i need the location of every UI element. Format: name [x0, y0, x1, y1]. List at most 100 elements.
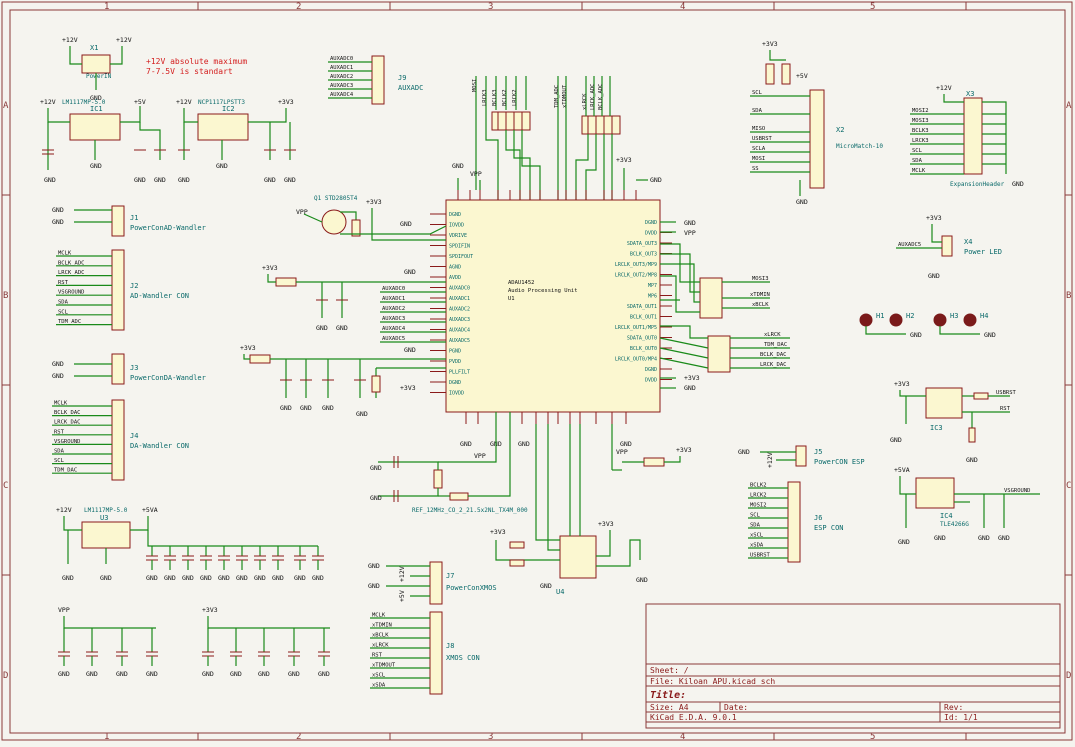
- j7-name: PowerConXMOS: [446, 584, 497, 592]
- connector-x2: +3V3 +5V X2 MicroMatch-10 SCL SDA MISO U…: [750, 40, 883, 206]
- connector-pin-label: MCLK: [58, 251, 72, 257]
- svg-text:MOSI3: MOSI3: [912, 118, 929, 124]
- row-label-a: A: [3, 101, 9, 111]
- u1-bot-gnd-1: GND: [460, 440, 472, 448]
- u1-left-pin-name: AUXADC4: [449, 328, 470, 334]
- svg-text:LRCK_ADC: LRCK_ADC: [590, 84, 596, 111]
- ic2-cin-gnd: GND: [178, 176, 190, 184]
- x1-name: PowerIN: [86, 73, 112, 80]
- svg-text:AUXADC0: AUXADC0: [382, 286, 405, 292]
- x1-12v-left: +12V: [62, 36, 78, 44]
- connector-pin-label: xTDMIN: [372, 623, 392, 629]
- connector-pin-label: xSCL: [750, 533, 764, 539]
- svg-text:AUXADC2: AUXADC2: [330, 74, 353, 80]
- svg-text:BCLK_DAC: BCLK_DAC: [760, 352, 787, 358]
- frame-column-labels: 1 2 3 4 5 1 2 3 4 5: [104, 2, 967, 742]
- u3-ref: U3: [100, 514, 108, 522]
- svg-text:GND: GND: [738, 448, 750, 456]
- avdd-3v3: +3V3: [262, 264, 278, 272]
- ic4-ref: IC4: [940, 512, 953, 520]
- cap-gnd: GND: [288, 670, 300, 678]
- title-block: Sheet: / File: Kiloan APU.kicad_sch Titl…: [645, 603, 1061, 729]
- cap-gnd: GND: [146, 574, 158, 582]
- j9-ref: J9: [398, 74, 406, 82]
- x3-ref: X3: [966, 90, 974, 98]
- q1-label: Q1 STD2805T4: [314, 195, 358, 202]
- svg-text:TDM_DAC: TDM_DAC: [764, 342, 787, 348]
- ic4-gnd-2: GND: [934, 534, 946, 542]
- cap-gnd: GND: [312, 574, 324, 582]
- connector-j8: J8 XMOS CON MCLKxTDMINxBCLKxLRCKRSTxTDMO…: [370, 611, 480, 695]
- svg-text:AUXADC4: AUXADC4: [382, 326, 406, 332]
- q1-3v3: +3V3: [366, 198, 382, 206]
- svg-text:AUXADC2: AUXADC2: [382, 306, 405, 312]
- hole-h4: H4: [980, 312, 988, 320]
- pvdd-filter: +3V3 GND GND GND GND GND +3V3: [240, 344, 446, 418]
- j2-name: AD-Wandler CON: [130, 292, 189, 300]
- connector-pin-label: xSDA: [372, 683, 386, 689]
- ic3-rst: RST: [1000, 406, 1011, 412]
- connector-pin-label: LRCK_DAC: [54, 420, 81, 426]
- row-label-d-r: D: [1066, 671, 1071, 681]
- tb-title: Title:: [650, 689, 686, 701]
- j1-ref: J1: [130, 214, 138, 222]
- u1-left-pin-name: AUXADC5: [449, 338, 470, 344]
- connector-pin-label: SDA: [54, 449, 65, 455]
- u1-bottom-pins: [465, 412, 627, 424]
- main-ic-u1: ADAU1452 Audio Processing Unit U1 DGNDIO…: [430, 156, 672, 460]
- connector-j6: J6 ESP CON BCLK2LRCK2MOSI2SCLSDAxSCLxSDA…: [748, 481, 844, 563]
- ic1-c2-gnd: GND: [154, 176, 166, 184]
- u1-left-pin-name: DGND: [449, 212, 461, 218]
- bank-3v3: +3V3: [202, 606, 218, 614]
- j5-ref: J5: [814, 448, 822, 456]
- u1-right-pin-name: LRCLK_OUT2/MP8: [615, 273, 657, 279]
- right-resistor-arrays: MOSI3 xTDMIN xBCLK xLRCK TDM_DAC BCLK_DA…: [659, 219, 790, 392]
- connector-pin-label: MOSI2: [750, 503, 767, 509]
- u1-left-pin-name: IOVDD: [449, 223, 464, 229]
- connector-pin-label: xLRCK: [372, 643, 389, 649]
- avdd-c1-gnd: GND: [316, 324, 328, 332]
- u1-right-pin-name: DGND: [645, 367, 657, 373]
- svg-text:LRCK_DAC: LRCK_DAC: [760, 362, 787, 368]
- u1-left-pin-name: PGND: [449, 349, 461, 355]
- j7-ref: J7: [446, 572, 454, 580]
- row-label-d: D: [3, 671, 8, 681]
- u1-right-pin-name: DVDD: [645, 231, 657, 237]
- cap-gnd: GND: [146, 670, 158, 678]
- jpl-3v3: +3V3: [676, 446, 692, 454]
- svg-text:+12V: +12V: [766, 452, 774, 468]
- x1-12v-right: +12V: [116, 36, 132, 44]
- u1-left-pin-name: SPDIFOUT: [449, 254, 473, 260]
- connector-j1: J1 PowerConAD-Wandler GND GND: [52, 205, 206, 237]
- col-label-2b: 2: [296, 732, 301, 742]
- svg-text:AUXADC1: AUXADC1: [382, 296, 405, 302]
- x4-name: Power LED: [964, 248, 1002, 256]
- u1-right-pin-name: LRCLK_OUT3/MP9: [615, 262, 657, 268]
- connector-pin-label: LRCK_ADC: [58, 270, 85, 276]
- ic3-3v3: +3V3: [894, 380, 910, 388]
- connector-j5: J5 PowerCON ESP GND +12V: [738, 445, 865, 468]
- u3-gnd-1: GND: [62, 574, 74, 582]
- connector-pin-label: xBCLK: [372, 633, 389, 639]
- u1-right-pin-name: LRCLK_OUT0/MP4: [615, 357, 657, 363]
- connector-pin-label: SCL: [750, 513, 761, 519]
- connector-pin-label: SCL: [58, 309, 69, 315]
- tb-size: Size: A4: [650, 703, 689, 712]
- u1-bot-vpp-2: VPP: [616, 448, 628, 456]
- j3-name: PowerConDA-Wandler: [130, 374, 206, 382]
- u1-left-pin-name: IOVDD: [449, 391, 464, 397]
- x3-12v: +12V: [936, 84, 952, 92]
- x4-gnd: GND: [928, 272, 940, 280]
- j2-ref: J2: [130, 282, 138, 290]
- u1-ref: U1: [508, 296, 515, 302]
- u3-in: +12V: [56, 506, 72, 514]
- svg-text:+5V: +5V: [398, 590, 406, 602]
- svg-text:BCLK2: BCLK2: [502, 89, 508, 106]
- j6-name: ESP CON: [814, 524, 844, 532]
- svg-text:GND: GND: [52, 218, 64, 226]
- eeprom-u4: U4 +3V3 +3V3 GND GND +3V3: [490, 424, 692, 596]
- ic2-c1-gnd: GND: [264, 176, 276, 184]
- x2-ref: X2: [836, 126, 844, 134]
